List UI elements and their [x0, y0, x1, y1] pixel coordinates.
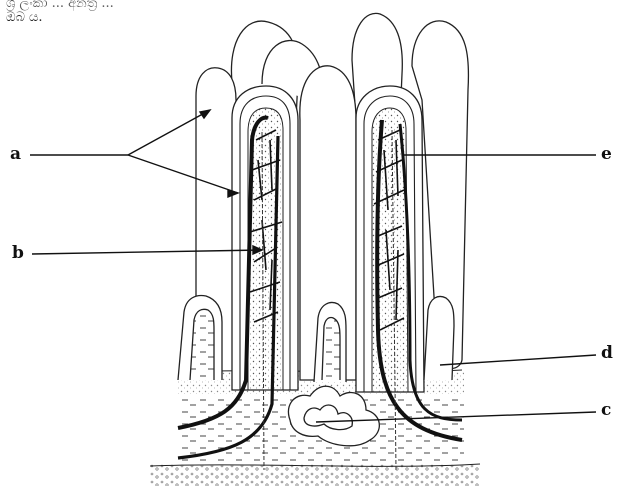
label-d: d [601, 343, 613, 363]
small-villus-left [178, 296, 222, 380]
label-b: b [12, 243, 24, 263]
small-villus-right [424, 297, 454, 381]
caption-line-2: ඔබ ය. [6, 10, 43, 25]
label-c: c [601, 400, 611, 420]
label-e: e [601, 144, 612, 164]
label-a: a [10, 144, 21, 164]
center-villus [300, 66, 356, 382]
